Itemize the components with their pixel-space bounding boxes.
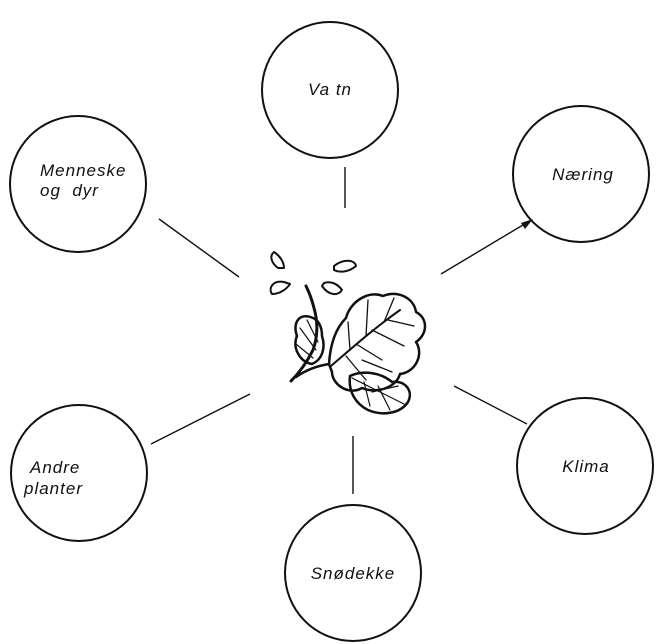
- node-circle-naering: [512, 105, 650, 243]
- node-circle-andre-planter: [10, 404, 148, 542]
- node-label-andre-planter-line2: planter: [23, 479, 83, 498]
- node-circle-vatn: [261, 21, 399, 159]
- node-label-menneske-og-dyr-line2: og dyr: [40, 181, 99, 200]
- cloudberry-plant-icon: [269, 225, 427, 415]
- node-label-klima: Klima: [562, 457, 610, 476]
- node-label-snodekke: Snødekke: [311, 564, 396, 583]
- node-label-naering: Næring: [552, 165, 614, 184]
- node-label-vatn: Va tn: [308, 80, 352, 99]
- node-circle-menneske-og-dyr: [9, 115, 147, 253]
- node-circle-snodekke: [284, 504, 422, 642]
- berry: [279, 225, 337, 288]
- node-circle-klima: [516, 397, 654, 535]
- connector-klima: [453, 385, 528, 425]
- connector-naering: [440, 221, 529, 275]
- node-label-andre-planter-line1: Andre: [29, 458, 80, 477]
- arrowhead-naering: [521, 219, 533, 229]
- connector-menneske-og-dyr: [158, 218, 240, 278]
- node-label-menneske-og-dyr-line1: Menneske: [40, 161, 126, 180]
- connector-andre-planter: [150, 393, 251, 445]
